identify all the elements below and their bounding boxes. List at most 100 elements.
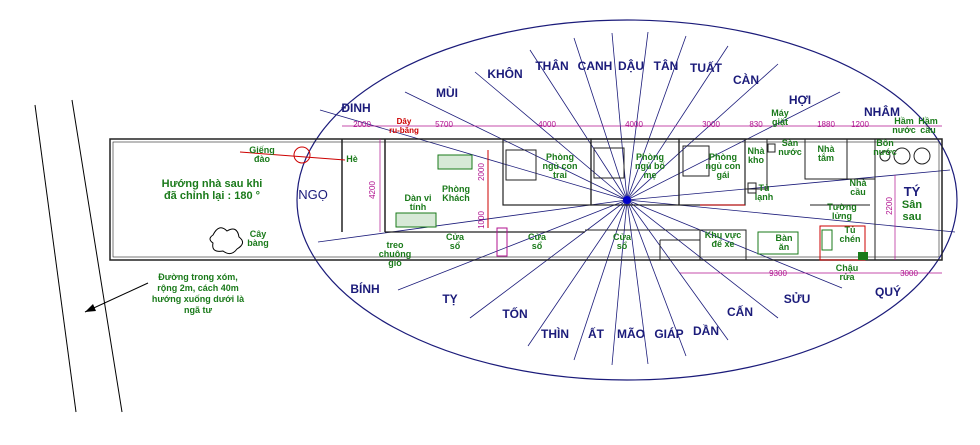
compass-ray-9 xyxy=(626,63,779,201)
compass-ray-18 xyxy=(626,199,649,365)
water-floor-label-2: nước xyxy=(778,147,801,157)
room-toilet-label-1: Nhà xyxy=(849,178,867,188)
dir-ty-north: TÝ xyxy=(904,184,921,199)
dir-ty-se: TỴ xyxy=(442,292,457,306)
compass-ray-7 xyxy=(626,35,687,201)
bed-parents xyxy=(593,147,625,179)
cabinet-label-2: chén xyxy=(839,234,860,244)
room-son-label-1: Phòng xyxy=(546,152,574,162)
parking-label-2: để xe xyxy=(711,239,734,249)
room-bedroom-daughter xyxy=(678,138,746,206)
room-living-label-1: Phòng xyxy=(442,184,470,194)
compass-ray-2 xyxy=(474,71,628,201)
dir-khon: KHÔN xyxy=(487,66,522,81)
dir-at: ẤT xyxy=(588,326,605,341)
street-note-3: hướng xuống dưới là xyxy=(152,294,245,304)
dir-suu: SỬU xyxy=(784,291,811,306)
dir-ngo: NGỌ xyxy=(298,187,328,202)
water-basin-icon xyxy=(879,150,891,162)
dim-9300: 9300 xyxy=(769,269,787,278)
dim-2200: 2200 xyxy=(885,197,894,215)
basin-label-1: Bồn xyxy=(876,138,894,148)
room-daughter-label-2: ngủ con xyxy=(706,161,741,171)
ribbon-label-2: ru-băng xyxy=(389,126,419,135)
dir-quy: QUÝ xyxy=(875,284,901,299)
dim-830: 830 xyxy=(749,120,763,129)
compass-ray-15 xyxy=(527,199,628,347)
compass-ray-20 xyxy=(626,199,729,341)
dim-1000: 1000 xyxy=(477,211,486,229)
computer-label-1: Dàn vi xyxy=(404,193,431,203)
fridge-label-1: Tủ xyxy=(759,183,770,193)
room-living-label-2: Khách xyxy=(442,193,470,203)
dir-can-nw: CÀN xyxy=(733,72,759,87)
dir-thin: THÌN xyxy=(541,326,569,341)
sink-label-1: Chậu xyxy=(836,263,859,273)
compass-ray-1 xyxy=(404,91,628,201)
room-son-label-3: trai xyxy=(553,170,567,180)
room-daughter-label-3: gái xyxy=(716,170,729,180)
dim-3000-b: 3000 xyxy=(900,269,918,278)
backyard-label-1: Sân xyxy=(902,199,922,211)
dir-dan: DẦN xyxy=(693,323,719,338)
well-icon xyxy=(293,146,311,164)
window-2-label-1: Cửa xyxy=(528,232,547,242)
compass-ray-10 xyxy=(626,91,841,201)
septic-tank-icon xyxy=(913,147,931,165)
backyard-label-2: sau xyxy=(903,211,922,223)
water-tank-label-2: nước xyxy=(892,125,915,135)
room-parents-label-1: Phòng xyxy=(636,152,664,162)
bed-son xyxy=(505,149,537,181)
dir-giap: GIÁP xyxy=(654,326,683,341)
room-bathroom-label-2: tắm xyxy=(818,152,834,163)
room-bathroom-label-1: Nhà xyxy=(817,144,835,154)
dim-1200: 1200 xyxy=(851,120,869,129)
dir-hoi: HỢI xyxy=(789,93,811,107)
dim-3000: 3000 xyxy=(702,120,720,129)
room-he-label: Hè xyxy=(346,154,358,164)
basin-label-2: nước xyxy=(873,147,896,157)
window-3-label-1: Cửa xyxy=(613,232,632,242)
well-label-2: đào xyxy=(254,154,271,164)
dir-than: THÂN xyxy=(535,58,568,73)
dining-label-1: Bàn xyxy=(775,233,792,243)
room-bedroom-son xyxy=(502,138,592,206)
dir-mao: MÃO xyxy=(617,326,645,341)
well-label-1: Giếng xyxy=(249,145,275,155)
septic-label-2: cầu xyxy=(920,125,936,135)
dir-tuat: TUẤT xyxy=(690,60,723,75)
room-parents-label-3: mẹ xyxy=(643,170,656,180)
room-son-label-2: ngủ con xyxy=(543,161,578,171)
room-storage-label-2: kho xyxy=(748,155,765,165)
room-toilet xyxy=(846,138,876,180)
room-parking xyxy=(699,229,747,261)
window-frame xyxy=(496,227,508,257)
orientation-note-2: đã chỉnh lại : 180 ° xyxy=(164,190,260,202)
washer-label-2: giặt xyxy=(772,117,788,127)
dim-4000-b: 4000 xyxy=(625,120,643,129)
living-sofa xyxy=(437,154,473,170)
room-bedroom-parents xyxy=(590,138,680,206)
washer-label-1: Máy xyxy=(771,108,789,118)
bed-daughter xyxy=(682,145,710,177)
sink-label-2: rửa xyxy=(839,272,855,282)
dim-1880: 1880 xyxy=(817,120,835,129)
cabinet-label-1: Tủ xyxy=(845,225,856,235)
dir-ton: TỐN xyxy=(502,306,527,321)
wind-chime-label-2: chuông xyxy=(379,249,412,259)
street-note-2: rộng 2m, cách 40m xyxy=(157,283,239,293)
compass-ray-8 xyxy=(626,45,729,201)
street-line-right xyxy=(71,99,123,413)
street-arrow-head xyxy=(85,304,96,312)
compass-ray-16 xyxy=(573,199,628,361)
dim-4000-a: 4000 xyxy=(538,120,556,129)
well-line xyxy=(239,151,346,161)
room-kitchen xyxy=(819,225,866,261)
tree-label-1: Cây xyxy=(250,229,267,239)
house-inner-outline xyxy=(112,141,940,258)
window-1-label-1: Cửa xyxy=(446,232,465,242)
wind-chime-label-1: treo xyxy=(386,240,404,250)
orientation-note-1: Hướng nhà sau khi xyxy=(162,178,263,190)
dim-2000-v: 2000 xyxy=(477,163,486,181)
dir-dau: DẬU xyxy=(618,58,644,73)
